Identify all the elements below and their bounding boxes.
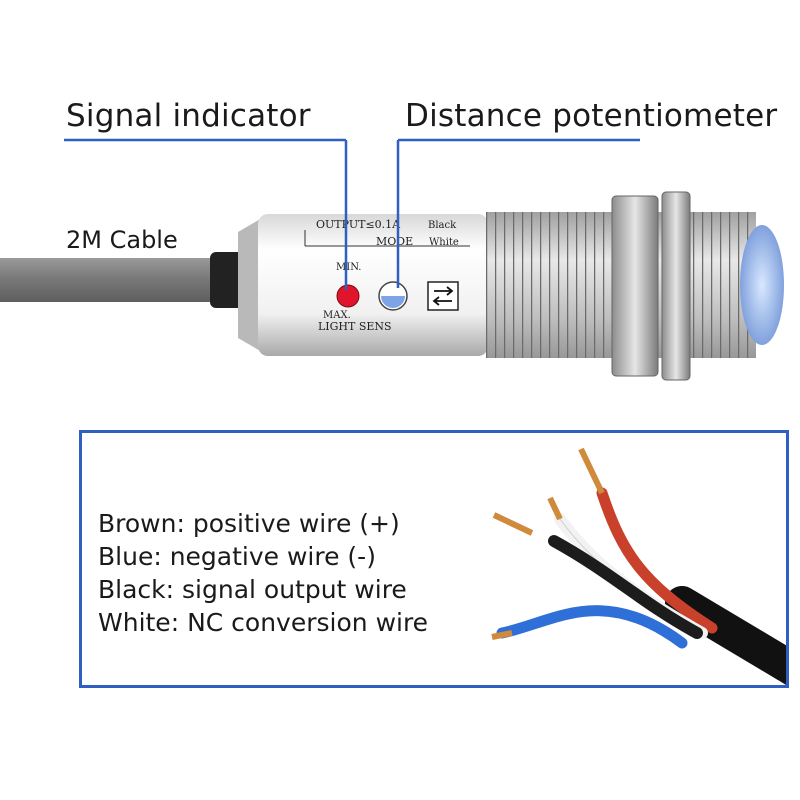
wire-illustration	[491, 447, 786, 685]
sensor-lens	[740, 225, 784, 345]
sensor-cap	[238, 218, 262, 352]
wire-white-label: White: NC conversion wire	[98, 608, 429, 637]
plate-min-text: MIN.	[336, 262, 361, 273]
plate-mode-text: MODE	[376, 235, 413, 248]
hex-nut	[611, 195, 659, 377]
plate-mode-color: White	[429, 237, 459, 248]
wire-blue	[496, 605, 688, 649]
hex-nut-2	[661, 191, 691, 381]
wire-legend: Brown: positive wire (+) Blue: negative …	[98, 507, 428, 639]
distance-potentiometer-label: Distance potentiometer	[405, 98, 778, 134]
wire-black	[548, 535, 703, 639]
plate-max-text: MAX.	[323, 310, 351, 321]
signal-indicator-led	[336, 284, 360, 308]
cable-label: 2M Cable	[66, 226, 178, 254]
mode-arrows-icon	[427, 281, 459, 311]
plate-output-color: Black	[428, 220, 457, 231]
strain-relief	[210, 252, 246, 308]
cable	[0, 258, 232, 302]
wire-blue-label: Blue: negative wire (-)	[98, 542, 376, 571]
wire-black-label: Black: signal output wire	[98, 575, 407, 604]
sensor-body	[258, 214, 488, 356]
plate-light-sens-text: LIGHT SENS	[318, 320, 392, 333]
plate-output-text: OUTPUT≤0.1A	[316, 218, 401, 231]
wire-brown	[596, 487, 718, 634]
wire-brown-label: Brown: positive wire (+)	[98, 509, 400, 538]
signal-indicator-label: Signal indicator	[66, 98, 311, 134]
wire-legend-panel: Brown: positive wire (+) Blue: negative …	[79, 430, 789, 688]
sensor-illustration: OUTPUT≤0.1A Black MODE White MIN. MAX. L…	[0, 138, 784, 381]
